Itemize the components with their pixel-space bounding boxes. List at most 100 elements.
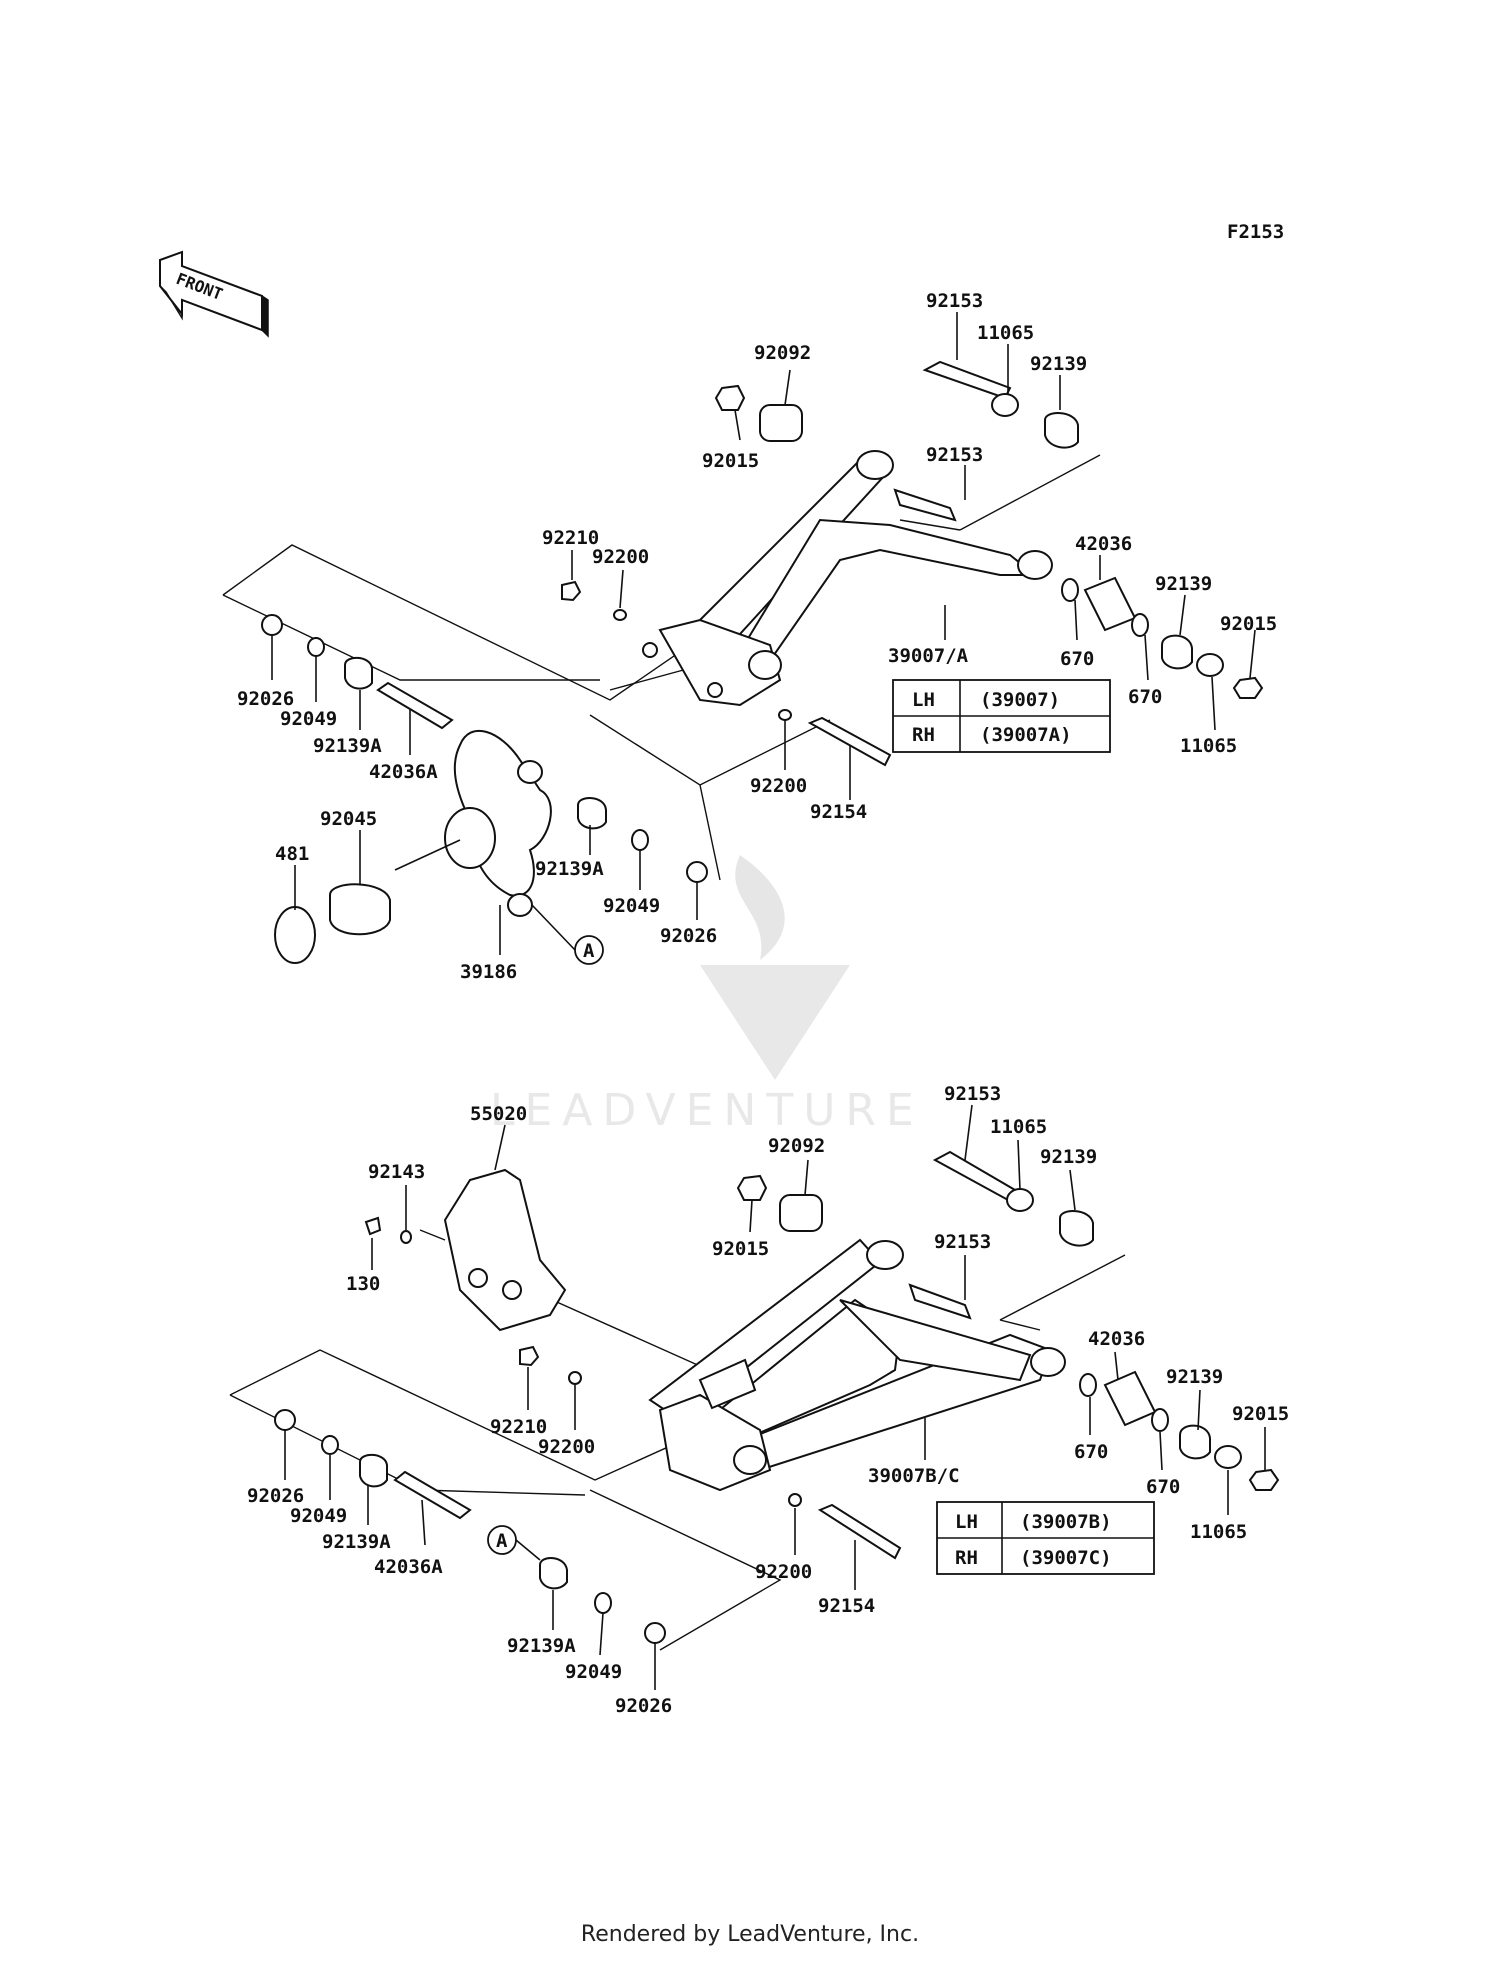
- callout-a-upper-label: A: [583, 940, 595, 962]
- lower-table-rh: RH: [955, 1547, 978, 1569]
- label-92200-bottom-lower: 92200: [755, 1561, 812, 1583]
- bushing-92092: [759, 404, 803, 442]
- collar-92139A-right: [577, 797, 607, 830]
- label-92026-right: 92026: [660, 925, 717, 947]
- label-55020: 55020: [470, 1103, 527, 1125]
- pipe-42036-lower: [1103, 1370, 1157, 1427]
- label-92139A-right-lower: 92139A: [507, 1635, 576, 1657]
- oring-92049-right: [631, 829, 649, 851]
- washer-92200-top-lower: [568, 1371, 582, 1385]
- label-92139-right-lower: 92139: [1166, 1366, 1223, 1388]
- label-92143: 92143: [368, 1161, 425, 1183]
- label-11065-right-lower: 11065: [1190, 1521, 1247, 1543]
- label-92210-lower: 92210: [490, 1416, 547, 1438]
- collar-92139A-right-lower: [539, 1557, 568, 1590]
- lower-side-table: LH (39007B) RH (39007C): [936, 1501, 1155, 1575]
- figure-code: F2153: [1227, 221, 1284, 243]
- label-130: 130: [346, 1273, 380, 1295]
- pipe-42036: [1083, 576, 1137, 632]
- upper-table-lh-part: (39007): [980, 689, 1060, 711]
- pipe-42036A-lower: [393, 1470, 472, 1520]
- label-42036: 42036: [1075, 533, 1132, 555]
- front-arrow-icon: FRONT: [159, 250, 269, 338]
- bushing-92092-lower: [779, 1194, 823, 1232]
- oring-92049-left-lower: [321, 1435, 339, 1455]
- label-92153-mid-lower: 92153: [934, 1231, 991, 1253]
- label-39007-bc: 39007B/C: [868, 1465, 960, 1487]
- nut-92210-lower: [519, 1345, 540, 1367]
- callout-a-lower-label: A: [496, 1530, 508, 1552]
- washer-11065-right: [1196, 653, 1224, 677]
- lower-table-lh-part: (39007B): [1020, 1511, 1112, 1533]
- label-11065-right: 11065: [1180, 735, 1237, 757]
- lower-assembly: A 55020 92143 130 92153 1106: [229, 1083, 1289, 1717]
- upper-assembly: A 92153 11065 92139 92092: [222, 290, 1277, 983]
- label-92049-right: 92049: [603, 895, 660, 917]
- swing-arm-39007bc: [648, 1238, 1066, 1492]
- bearing-92045: [329, 883, 391, 936]
- label-92210: 92210: [542, 527, 599, 549]
- upper-table-rh: RH: [912, 724, 935, 746]
- label-39007-a: 39007/A: [888, 645, 969, 667]
- label-92092: 92092: [754, 342, 811, 364]
- washer-92143: [400, 1230, 412, 1244]
- nut-92015-right: [1232, 676, 1264, 699]
- oring-670-b: [1131, 613, 1149, 637]
- seal-92026-left-lower: [274, 1409, 296, 1431]
- nut-92015-lower: [736, 1174, 768, 1201]
- label-42036A-lower: 42036A: [374, 1556, 443, 1578]
- guard-55020: [443, 1168, 567, 1332]
- washer-92200-bottom: [778, 709, 792, 721]
- washer-11065-right-lower: [1214, 1445, 1242, 1469]
- oring-92049-right-lower: [594, 1592, 612, 1614]
- bolt-92153-top: [922, 360, 1012, 400]
- label-670-b: 670: [1128, 686, 1162, 708]
- label-670-a-lower: 670: [1074, 1441, 1108, 1463]
- upper-table-rh-part: (39007A): [980, 724, 1072, 746]
- label-92153-mid: 92153: [926, 444, 983, 466]
- seal-92026-left: [261, 614, 283, 636]
- label-92139A-left-lower: 92139A: [322, 1531, 391, 1553]
- nut-92015-right-lower: [1248, 1468, 1280, 1491]
- oring-670-a-lower: [1079, 1373, 1097, 1397]
- label-11065-top: 11065: [977, 322, 1034, 344]
- label-92200-bottom: 92200: [750, 775, 807, 797]
- upper-side-table: LH (39007) RH (39007A): [892, 679, 1111, 753]
- label-92015-upper: 92015: [702, 450, 759, 472]
- bolt-130: [364, 1216, 382, 1236]
- label-92153-top: 92153: [926, 290, 983, 312]
- label-92015-right: 92015: [1220, 613, 1277, 635]
- lower-table-lh: LH: [955, 1511, 978, 1533]
- label-670-a: 670: [1060, 648, 1094, 670]
- label-92139A-left: 92139A: [313, 735, 382, 757]
- seal-92026-right-lower: [644, 1622, 666, 1644]
- upper-table-lh: LH: [912, 689, 935, 711]
- bolt-92154: [807, 716, 892, 767]
- label-92154: 92154: [810, 801, 867, 823]
- label-670-b-lower: 670: [1146, 1476, 1180, 1498]
- oring-670-b-lower: [1151, 1408, 1169, 1432]
- washer-92200-top: [613, 609, 627, 621]
- swing-arm-39007: [642, 450, 1053, 707]
- collar-92139-top-lower: [1059, 1210, 1094, 1247]
- bolt-92153-mid-lower: [908, 1283, 972, 1320]
- label-42036-lower: 42036: [1088, 1328, 1145, 1350]
- label-92015-lower: 92015: [712, 1238, 769, 1260]
- seal-92026-right: [686, 861, 708, 883]
- label-92153-top-lower: 92153: [944, 1083, 1001, 1105]
- label-92139A-right: 92139A: [535, 858, 604, 880]
- nut-92210: [561, 580, 582, 602]
- label-92154-lower: 92154: [818, 1595, 875, 1617]
- label-92139-right: 92139: [1155, 573, 1212, 595]
- washer-11065-top: [991, 393, 1019, 417]
- label-92092-lower: 92092: [768, 1135, 825, 1157]
- bolt-92153-mid: [893, 488, 957, 522]
- label-92026-left: 92026: [237, 688, 294, 710]
- label-92049-right-lower: 92049: [565, 1661, 622, 1683]
- bolt-92153-top-lower: [932, 1150, 1017, 1202]
- leadventure-watermark: LEADVENTURE: [490, 855, 914, 1136]
- circlip-481: [274, 906, 316, 964]
- collar-92139-top: [1044, 412, 1079, 449]
- bolt-92154-lower: [817, 1503, 902, 1560]
